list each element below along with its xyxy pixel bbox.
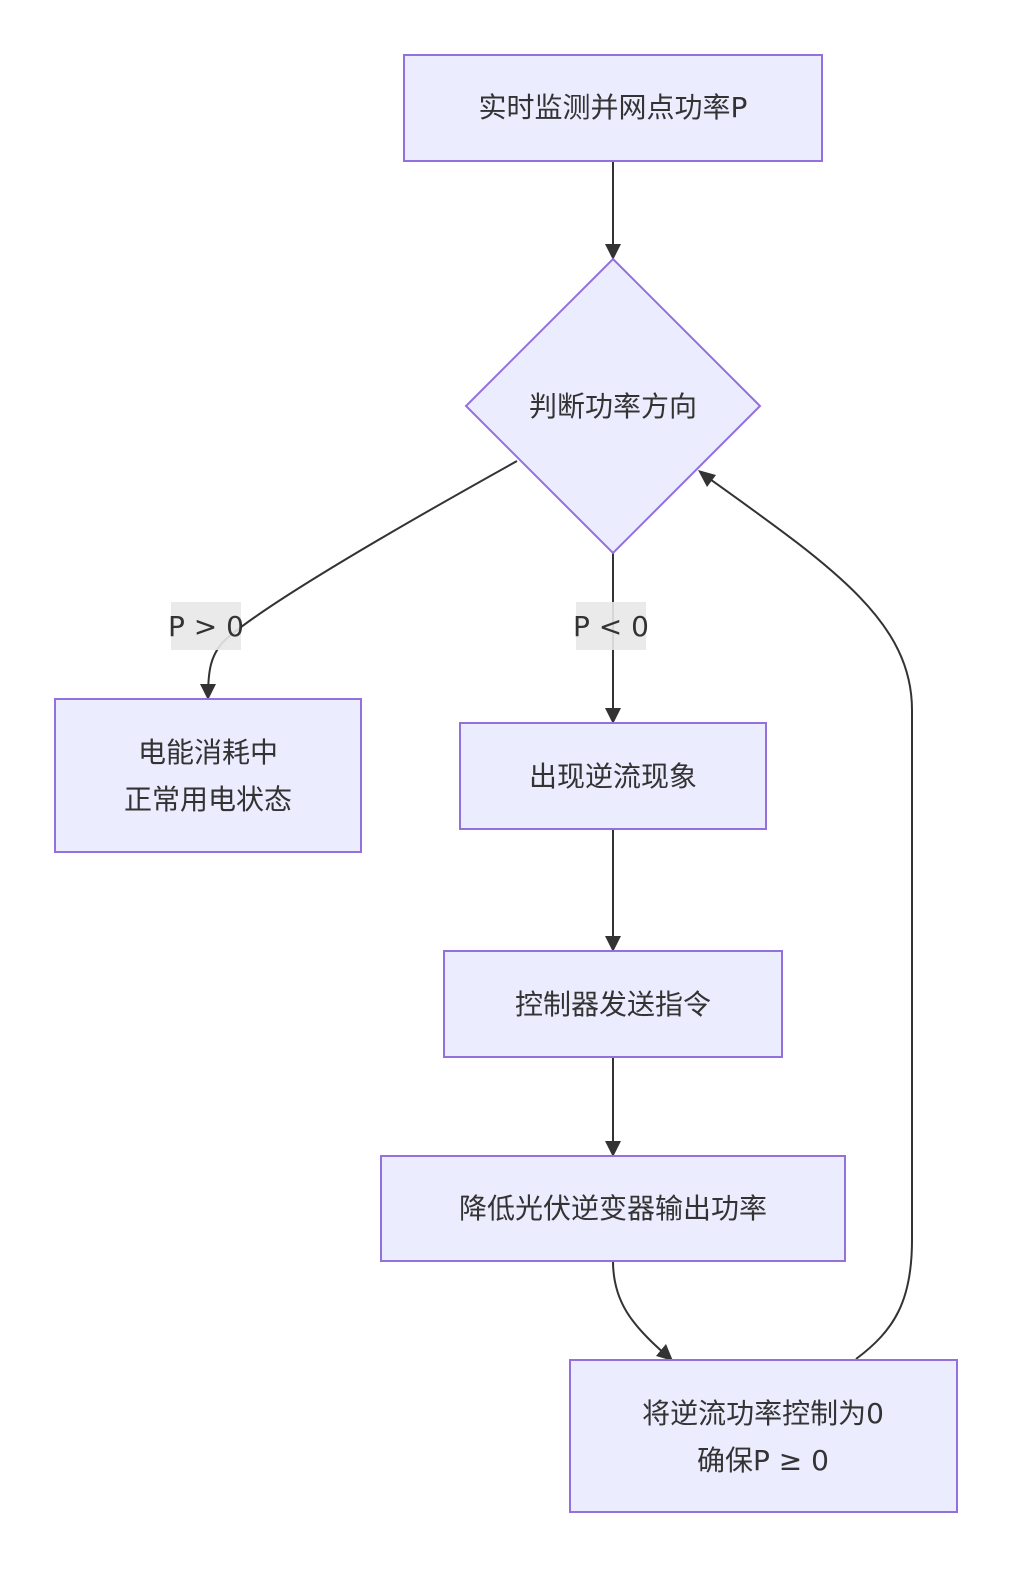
svg-text:P < 0: P < 0 [573, 610, 649, 643]
arrowhead-icon [656, 1344, 673, 1361]
edge-label-positive: P > 0 [168, 602, 244, 650]
arrowhead-icon [605, 244, 621, 260]
arrowhead-icon [605, 708, 621, 724]
edge-reduce-to-control [612, 1260, 673, 1361]
svg-text:降低光伏逆变器输出功率: 降低光伏逆变器输出功率 [459, 1192, 767, 1225]
edge-control-to-decision [699, 471, 913, 1360]
node-decision: 判断功率方向 [464, 257, 762, 555]
node-monitor: 实时监测并网点功率P [403, 54, 823, 162]
arrowhead-icon [698, 470, 716, 487]
svg-text:确保P ≥ 0: 确保P ≥ 0 [697, 1444, 829, 1477]
svg-text:正常用电状态: 正常用电状态 [124, 783, 292, 816]
edge-label-negative: P < 0 [573, 602, 649, 650]
node-control: 将逆流功率控制为0 确保P ≥ 0 [569, 1359, 958, 1513]
svg-text:控制器发送指令: 控制器发送指令 [515, 988, 711, 1021]
node-consume: 电能消耗中 正常用电状态 [54, 698, 362, 853]
svg-text:判断功率方向: 判断功率方向 [529, 390, 697, 423]
node-reverse: 出现逆流现象 [459, 722, 767, 830]
arrowhead-icon [605, 936, 621, 952]
svg-text:将逆流功率控制为0: 将逆流功率控制为0 [642, 1397, 884, 1430]
node-reduce: 降低光伏逆变器输出功率 [380, 1155, 846, 1262]
node-command: 控制器发送指令 [443, 950, 783, 1058]
svg-text:出现逆流现象: 出现逆流现象 [529, 760, 697, 793]
arrowhead-icon [605, 1141, 621, 1157]
svg-text:实时监测并网点功率P: 实时监测并网点功率P [479, 91, 748, 124]
svg-text:P > 0: P > 0 [168, 610, 244, 643]
arrowhead-icon [200, 684, 216, 700]
svg-text:电能消耗中: 电能消耗中 [138, 736, 278, 769]
edge-decision-to-consume [207, 460, 518, 699]
